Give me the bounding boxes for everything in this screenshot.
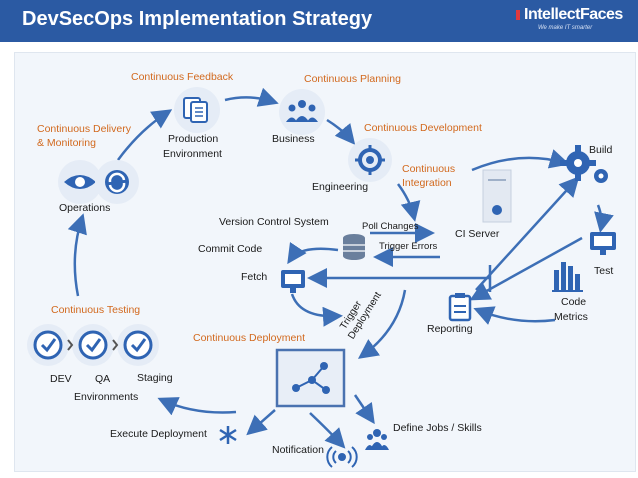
staging-label: Staging	[137, 372, 173, 384]
arrow-metrics-reporting	[473, 306, 556, 325]
environment-label: Environment	[163, 148, 222, 160]
commit-code-label: Commit Code	[198, 243, 263, 255]
jobs-team-icon	[365, 429, 389, 450]
deployment-pipeline-icon	[275, 348, 346, 408]
sync-icon	[95, 160, 139, 204]
notification-broadcast-icon	[326, 446, 358, 468]
clipboard-icon	[448, 293, 472, 322]
continuous-development-label: Continuous Development	[364, 122, 482, 134]
arrow-ci-build	[471, 149, 570, 172]
arrow-deploy-environments	[157, 397, 237, 416]
test-monitor-icon	[590, 232, 616, 255]
arrow-business-engineering	[326, 118, 356, 145]
define-jobs-label: Define Jobs / Skills	[393, 422, 482, 434]
arrow-reporting-build	[475, 176, 580, 291]
arrow-deploy-notification	[309, 412, 346, 449]
company-logo: IntellectFaces We make IT smarter	[516, 6, 630, 36]
page-title: DevSecOps Implementation Strategy	[22, 8, 373, 30]
continuous-integration-label-2: Integration	[402, 177, 452, 189]
arrow-operations-production	[116, 109, 173, 161]
engineering-label: Engineering	[312, 181, 369, 193]
continuous-integration-label-1: Continuous	[402, 163, 456, 175]
arrow-ci-deploy	[357, 289, 407, 359]
qa-check-icon	[72, 324, 114, 366]
cycle-arrows	[67, 87, 614, 449]
execute-deployment-label: Execute Deployment	[110, 428, 207, 440]
fetch-monitor-icon	[281, 270, 305, 293]
continuous-deployment-label: Continuous Deployment	[193, 332, 306, 344]
team-icon	[279, 89, 325, 135]
arrow-deploy-jobs	[353, 394, 375, 425]
arrow-commit	[287, 241, 339, 265]
build-label: Build	[589, 144, 613, 156]
deploy-asterisk-icon	[219, 426, 237, 444]
metrics-chart-icon	[552, 262, 583, 292]
business-label: Business	[272, 133, 315, 145]
arrow-testing-operations	[67, 213, 87, 297]
ci-server-label: CI Server	[455, 228, 500, 240]
trigger-errors-label: Trigger Errors	[379, 241, 438, 252]
arrow-test-ci	[469, 236, 583, 301]
logo-name: IntellectFaces	[524, 6, 623, 23]
arrow-fetch-loop	[290, 293, 343, 327]
test-label: Test	[594, 265, 614, 277]
database-icon	[343, 234, 365, 260]
metrics-label: Metrics	[554, 311, 588, 323]
trigger-deployment-label: Trigger Deployment	[338, 290, 384, 341]
ci-server-icon	[482, 169, 512, 223]
dev-label: DEV	[50, 373, 72, 385]
eye-icon	[58, 160, 102, 204]
continuous-testing-label: Continuous Testing	[51, 304, 141, 316]
chevron-right-icon	[67, 339, 119, 351]
logo-mark-icon	[516, 10, 520, 20]
poll-changes-label: Poll Changes	[362, 221, 419, 232]
dev-check-icon	[27, 324, 69, 366]
operations-label: Operations	[59, 202, 111, 214]
environments-label: Environments	[74, 391, 139, 403]
documents-icon	[174, 87, 220, 133]
version-control-label: Version Control System	[219, 216, 329, 228]
arrow-build-test	[594, 204, 614, 233]
continuous-feedback-label: Continuous Feedback	[131, 71, 234, 83]
build-gears-icon	[560, 145, 608, 183]
arrow-engineering-ci	[396, 183, 421, 222]
notification-label: Notification	[272, 444, 324, 456]
qa-label: QA	[95, 373, 111, 385]
arrow-production-business	[224, 87, 279, 107]
continuous-delivery-label: Continuous Delivery	[37, 123, 131, 135]
continuous-monitoring-label: & Monitoring	[37, 137, 96, 149]
logo-tagline: We make IT smarter	[538, 25, 593, 31]
fetch-label: Fetch	[241, 271, 268, 283]
reporting-label: Reporting	[427, 323, 473, 335]
production-label: Production	[168, 133, 219, 145]
header-bar: DevSecOps Implementation Strategy Intell…	[0, 0, 638, 42]
continuous-planning-label: Continuous Planning	[304, 73, 401, 85]
engineering-gear-icon	[348, 138, 392, 182]
code-label: Code	[561, 296, 587, 308]
staging-check-icon	[117, 324, 159, 366]
arrow-deploy-execute	[246, 409, 276, 436]
